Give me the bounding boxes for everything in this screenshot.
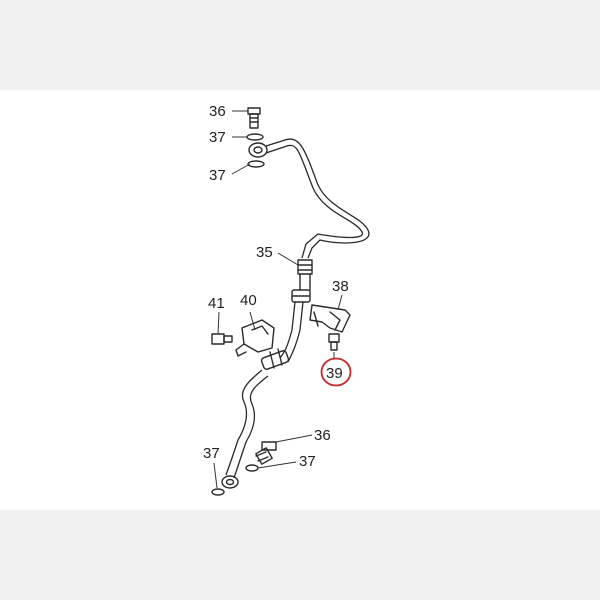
brake-hose-middle-outline <box>287 301 304 363</box>
callout-37-c: 37 <box>203 445 220 462</box>
callout-36-top: 36 <box>209 103 226 120</box>
brake-hose-exploded-diagram: 36 37 37 35 38 41 40 39 36 37 37 <box>203 103 370 496</box>
leader-41 <box>217 311 220 335</box>
brake-hose-lower <box>225 369 263 476</box>
callout-37-a: 37 <box>209 129 226 146</box>
washer-top-upper <box>246 133 264 141</box>
leader-38 <box>337 294 343 311</box>
brake-hose-upper <box>284 138 370 259</box>
brake-hose-middle <box>279 301 296 359</box>
leader-36-bottom <box>275 434 313 443</box>
hose-grommet <box>260 348 290 370</box>
callout-38: 38 <box>332 278 349 295</box>
callout-41: 41 <box>208 295 225 312</box>
leader-37-b <box>231 163 251 175</box>
highlight-ring-39 <box>320 357 352 387</box>
bolt-41 <box>211 333 233 345</box>
hose-bracket-38 <box>309 304 351 333</box>
banjo-fitting-top <box>248 139 288 158</box>
callout-36-bottom: 36 <box>314 427 331 444</box>
leader-40 <box>249 311 256 331</box>
hose-joint-35 <box>291 259 313 303</box>
brake-hose-lower-outline <box>233 375 269 479</box>
clamp-40 <box>235 319 275 357</box>
washer-bottom-left <box>211 488 225 496</box>
callout-40: 40 <box>240 292 257 309</box>
brake-hose-upper-outline <box>286 144 363 259</box>
callout-37-b: 37 <box>209 167 226 184</box>
leader-37-d <box>257 461 297 469</box>
callout-39: 39 <box>326 365 343 382</box>
washer-bottom-right <box>245 464 259 472</box>
bolt-39 <box>328 333 340 351</box>
banjo-bolt-top <box>247 107 261 129</box>
callout-37-d: 37 <box>299 453 316 470</box>
leader-35 <box>277 252 299 266</box>
banjo-bolt-bottom <box>255 441 277 465</box>
leader-37-c <box>213 462 218 489</box>
callout-35: 35 <box>256 244 273 261</box>
washer-top-lower <box>247 160 265 168</box>
banjo-fitting-bottom <box>221 475 239 489</box>
parts-diagram-panel: 36 37 37 35 38 41 40 39 36 37 37 <box>0 90 600 510</box>
